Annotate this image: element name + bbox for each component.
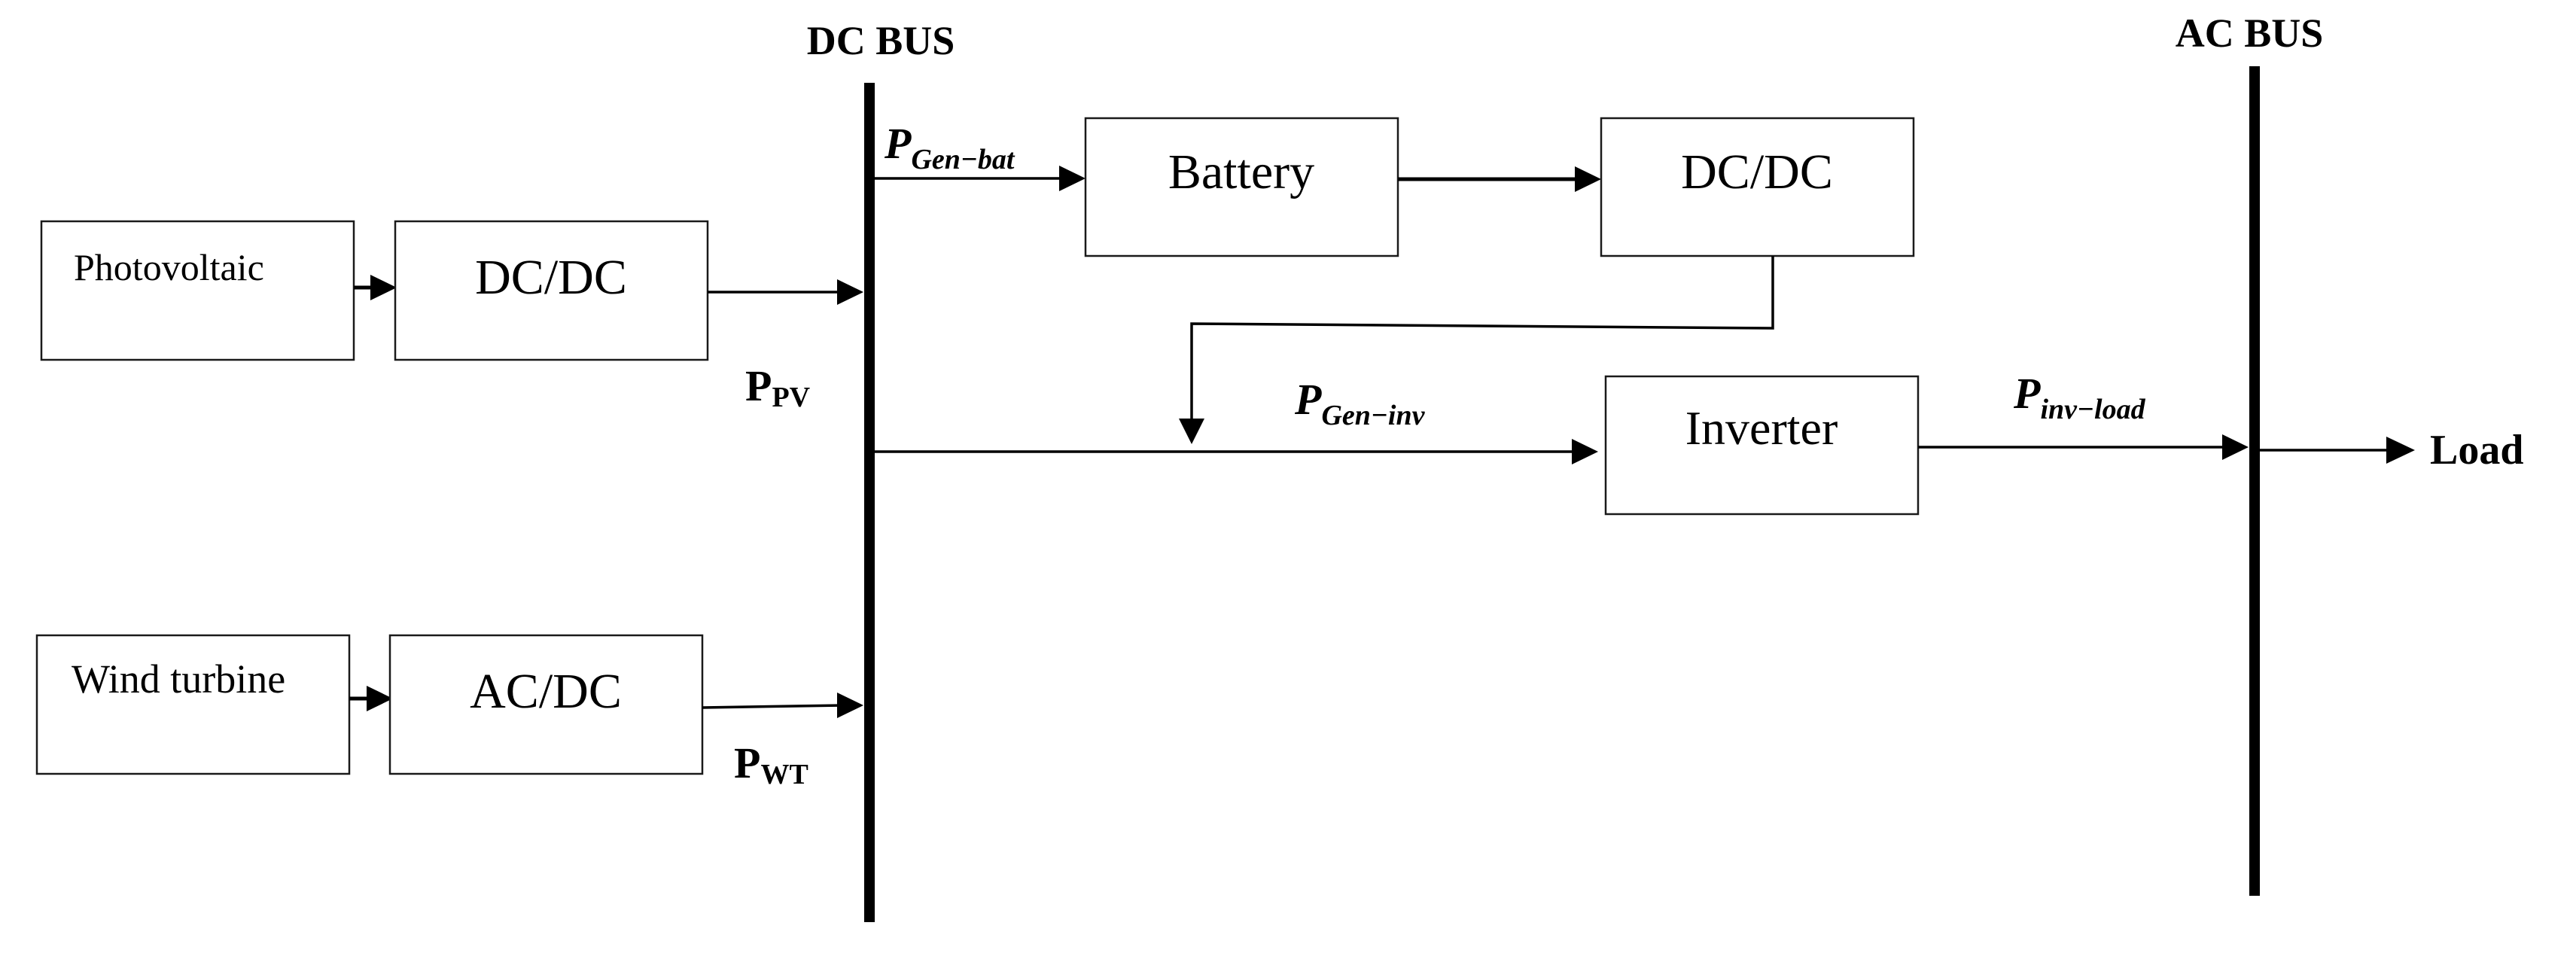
p-gen-bat-sub: Gen−bat [911,144,1015,175]
dc-bus-to-battery-arrowhead [1059,166,1086,191]
p-gen-inv-main: P [1294,375,1322,424]
dc-bus-to-inverter-arrowhead [1572,439,1598,464]
load-label: Load [2430,427,2524,473]
p-pv-sub: PV [772,382,810,413]
battery-block: Battery [1084,117,1399,257]
inverter-block: Inverter [1604,375,1920,516]
pv-to-converter-arrowhead [370,275,397,300]
p-inv-load-main: P [2013,369,2041,418]
wt-to-converter-arrowhead [367,686,393,711]
battery-to-dcdc-arrowhead [1575,166,1601,192]
battery-dcdc-return-arrowhead [1179,419,1204,444]
p-inv-load-sub: inv−load [2040,394,2145,425]
battery-dcdc-label: DC/DC [1681,145,1833,199]
ac-bus-to-load-arrowhead [2386,437,2415,464]
p-wt-main: P [734,738,760,787]
p-inv-load-label: Pinv−load [2013,369,2146,425]
inverter-to-ac-bus-arrowhead [2222,434,2249,460]
dc-bus-label: DC BUS [807,18,955,63]
pv-dcdc-block: DC/DC [394,220,709,361]
p-gen-inv-label: PGen−inv [1294,375,1426,431]
p-gen-bat-main: P [884,119,912,168]
battery-dcdc-return-wire [1190,256,1774,419]
p-wt-label: PWT [734,738,808,790]
photovoltaic-label: Photovoltaic [74,246,264,288]
wind-turbine-block: Wind turbine [35,634,351,775]
p-gen-inv-sub: Gen−inv [1321,400,1425,431]
p-pv-label: PPV [745,361,811,413]
wt-acdc-label: AC/DC [470,664,622,719]
p-pv-main: P [745,361,772,410]
photovoltaic-block: Photovoltaic [40,220,355,361]
pv-dcdc-to-dc-bus-arrowhead [837,279,863,305]
wt-acdc-to-dc-bus-wire [702,704,844,709]
battery-label: Battery [1168,145,1314,199]
battery-dcdc-block: DC/DC [1600,117,1915,257]
pv-dcdc-label: DC/DC [475,250,627,305]
wt-acdc-to-dc-bus-arrowhead [837,693,863,718]
inverter-label: Inverter [1685,401,1838,455]
ac-bus-label: AC BUS [2176,11,2324,56]
p-wt-sub: WT [760,759,808,790]
wt-acdc-block: AC/DC [388,634,704,775]
wind-turbine-label: Wind turbine [72,656,285,702]
p-gen-bat-label: PGen−bat [884,119,1015,175]
